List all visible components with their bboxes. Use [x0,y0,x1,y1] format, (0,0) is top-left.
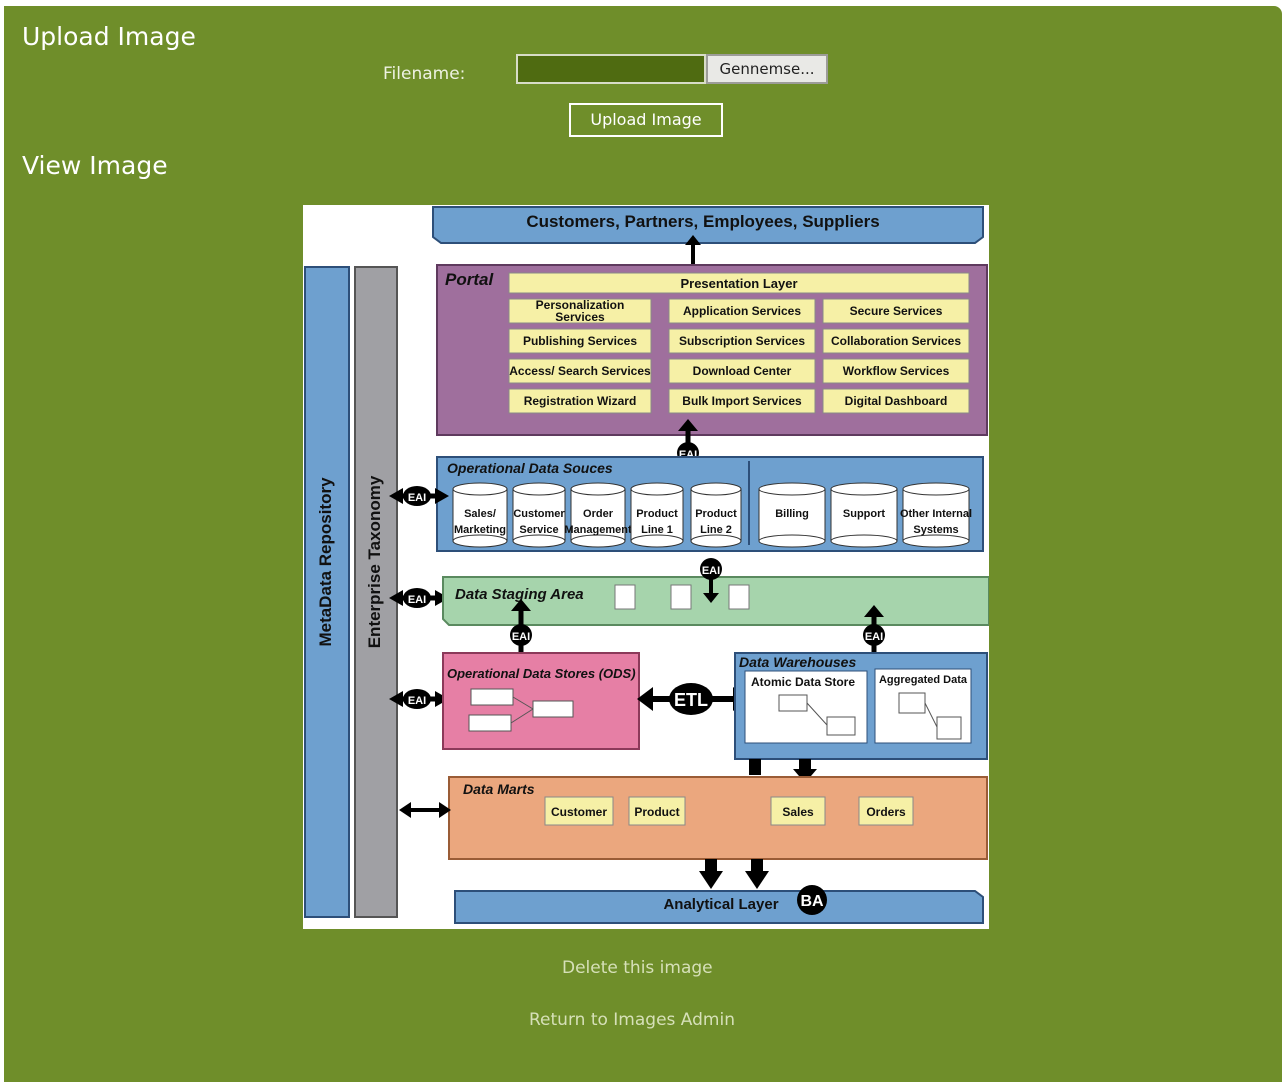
portal-service-item: Workflow Services [843,364,950,378]
filename-label: Filename: [383,64,466,84]
data-source-label: Systems [913,524,958,536]
staging-title: Data Staging Area [455,586,584,603]
portal-service-item: Collaboration Services [831,334,961,348]
presentation-layer: Presentation Layer [680,276,797,291]
data-source-label: Billing [775,508,809,520]
data-source-label: Sales/ [464,508,496,520]
eai-badge: EAI [408,695,426,707]
svg-text:EAI: EAI [702,565,720,577]
data-source-label: Line 2 [700,524,732,536]
data-source-label: Service [519,524,558,536]
data-source-label: Order [583,508,614,520]
ods-title: Operational Data Stores (ODS) [447,666,636,681]
ods-sources-title: Operational Data Souces [447,460,613,476]
data-mart-item: Orders [866,805,906,819]
svg-text:BA: BA [800,893,824,910]
upload-button[interactable]: Upload Image [569,103,723,137]
svg-text:Atomic Data Store: Atomic Data Store [751,675,855,689]
portal-service-item: Bulk Import Services [682,394,802,408]
svg-text:EAI: EAI [512,631,530,643]
top-bar-label: Customers, Partners, Employees, Supplier… [526,212,879,231]
portal-title: Portal [445,270,494,289]
portal-service-item: Publishing Services [523,334,637,348]
upload-heading: Upload Image [22,22,196,51]
portal-service-item: Secure Services [850,304,943,318]
eai-badge: EAI [408,594,426,606]
svg-text:Aggregated Data: Aggregated Data [879,674,968,686]
data-source-label: Management [564,524,632,536]
analytical-layer: Analytical Layer [663,896,778,913]
dw-title: Data Warehouses [739,654,856,670]
data-source-label: Line 1 [641,524,673,536]
view-heading: View Image [22,151,168,180]
data-source-label: Other Internal [900,508,972,520]
data-source-label: Product [636,508,678,520]
architecture-diagram-image: Customers, Partners, Employees, Supplier… [303,205,989,929]
marts-title: Data Marts [463,781,535,797]
browse-button[interactable]: Gennemse... [706,54,828,84]
metadata-repository-label: MetaData Repository [316,477,335,647]
data-mart-item: Product [634,805,679,819]
portal-service-item: Access/ Search Services [509,364,651,378]
enterprise-taxonomy-label: Enterprise Taxonomy [365,475,384,648]
portal-service-item: Registration Wizard [524,394,637,408]
data-mart-item: Sales [782,805,814,819]
portal-service-item: Personalization [536,298,625,312]
data-source-label: Product [695,508,737,520]
delete-image-link[interactable]: Delete this image [562,958,713,978]
data-source-label: Marketing [454,524,506,536]
portal-service-item: Digital Dashboard [845,394,948,408]
eai-badge: EAI [408,492,426,504]
return-images-admin-link[interactable]: Return to Images Admin [529,1010,735,1030]
svg-text:EAI: EAI [865,631,883,643]
data-mart-item: Customer [551,805,607,819]
portal-service-item: Services [555,310,605,324]
portal-service-item: Application Services [683,304,801,318]
portal-service-item: Subscription Services [679,334,805,348]
file-input[interactable] [516,54,706,84]
data-source-label: Customer [513,508,565,520]
portal-service-item: Download Center [693,364,792,378]
svg-text:ETL: ETL [674,690,708,710]
data-source-label: Support [843,508,885,520]
